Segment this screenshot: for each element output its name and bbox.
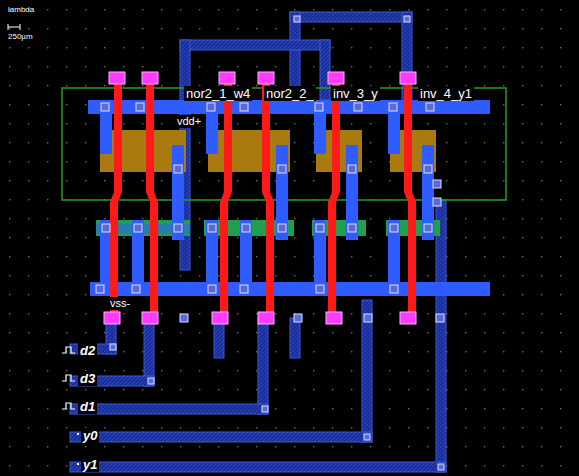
cell-name: inv_3_y: [331, 86, 380, 101]
poly-contact: [104, 72, 416, 324]
scale-bar: [8, 24, 20, 30]
clock-symbol: [62, 347, 75, 409]
signal-name: y0: [81, 428, 99, 443]
pin-dot: [77, 433, 79, 465]
cell-name: nor2_2_: [264, 86, 316, 101]
metal2: [70, 12, 446, 472]
polysilicon: [110, 72, 416, 312]
signal-name: d1: [78, 399, 97, 414]
supply-name: vss-: [108, 297, 132, 310]
scale-unit: lambda: [8, 6, 34, 14]
cell-name: nor2_1_w4: [184, 86, 252, 101]
signal-name: d2: [78, 343, 97, 358]
signal-name: d3: [78, 371, 97, 386]
cell-name: inv_4_y1: [418, 86, 474, 101]
signal-name: y1: [81, 457, 99, 472]
scale-value: 250µm: [8, 33, 33, 41]
contact: [96, 16, 444, 470]
supply-name: vdd+: [175, 115, 203, 128]
